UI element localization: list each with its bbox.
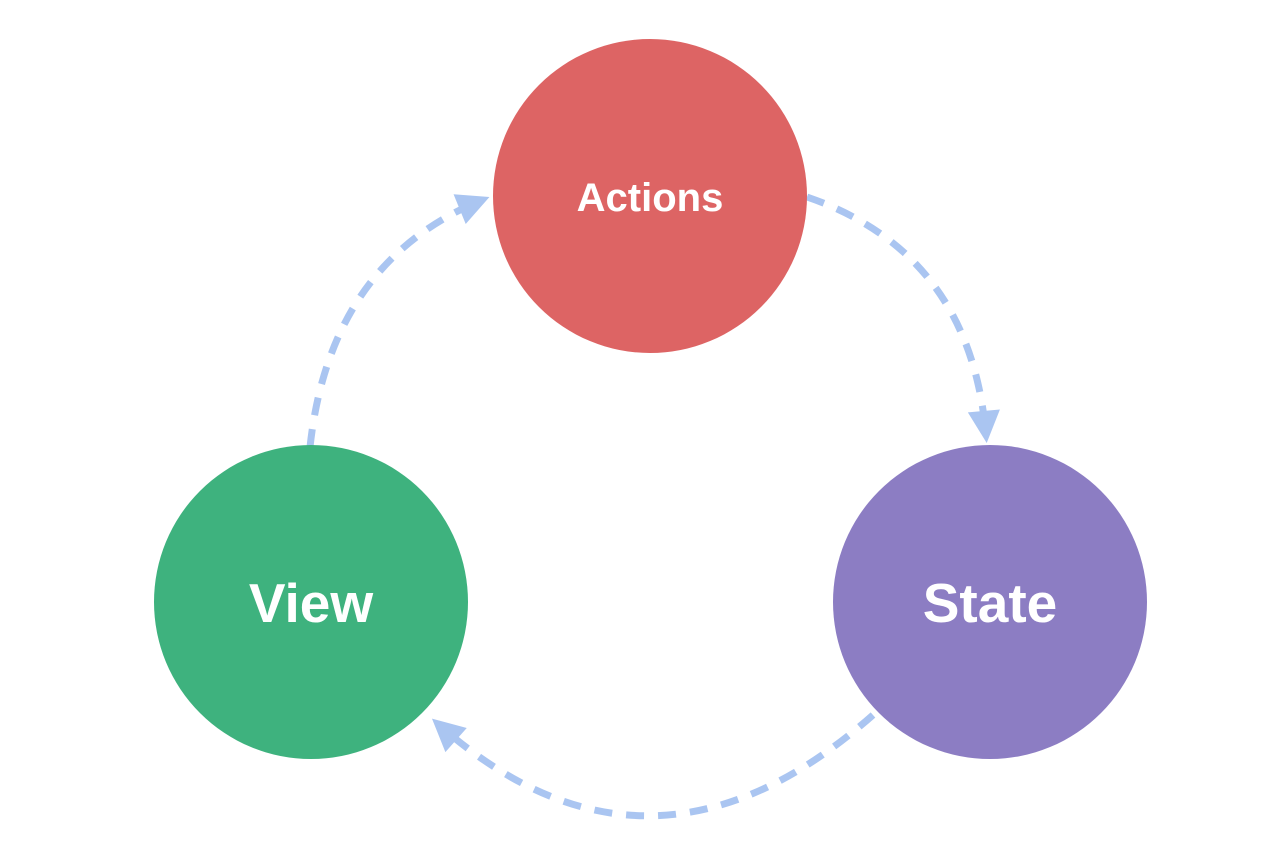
edge-state-to-view (431, 712, 876, 820)
view-label: View (249, 572, 374, 634)
edge-view-to-actions (306, 194, 490, 448)
actions-label: Actions (577, 176, 724, 220)
state-circle (833, 445, 1147, 759)
state-label: State (923, 572, 1058, 634)
node-actions: Actions (493, 39, 807, 353)
node-state: State (833, 445, 1147, 759)
view-circle (154, 445, 468, 759)
actions-circle (493, 39, 807, 353)
edge-actions-to-state (805, 193, 1000, 444)
node-view: View (154, 445, 468, 759)
